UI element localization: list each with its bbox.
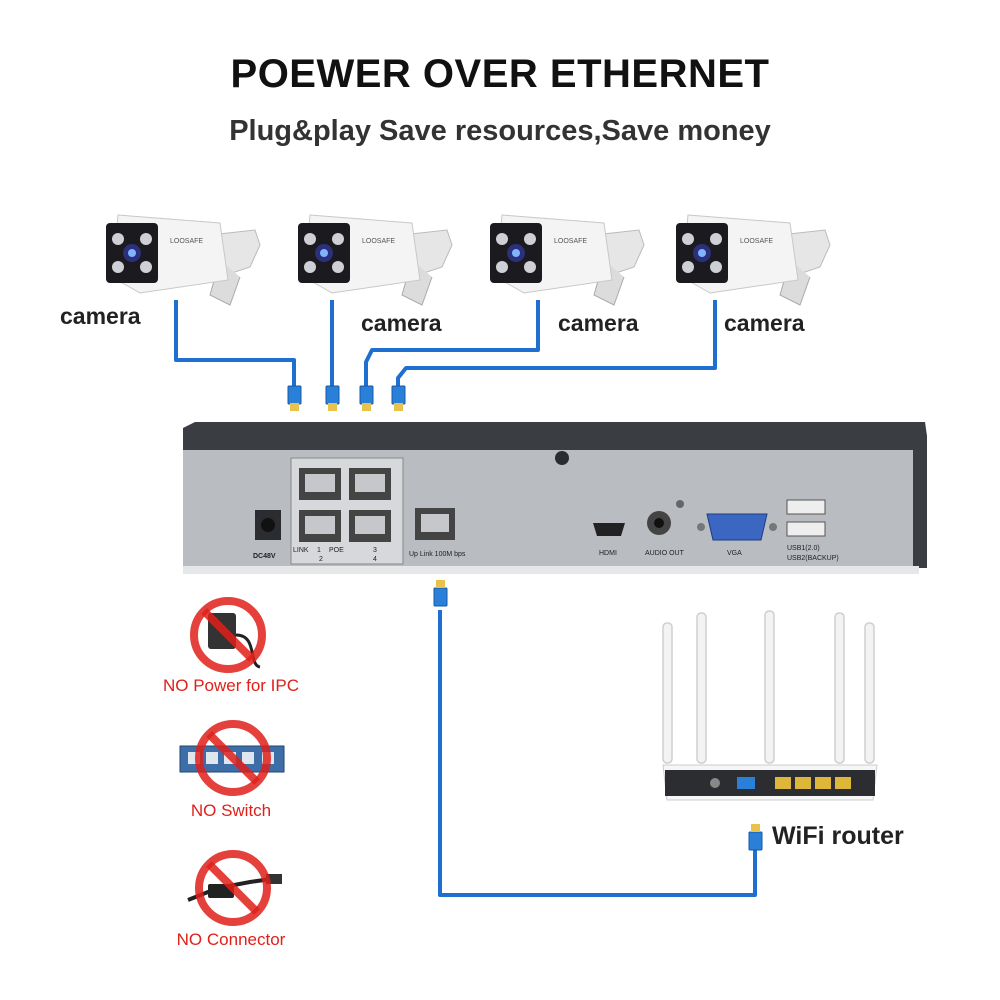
router-label: WiFi router <box>772 822 904 850</box>
nvr-recorder: DC48V LINK 1 POE 3 2 4 Up Link 100M bps … <box>183 422 927 574</box>
vga-label: VGA <box>727 550 742 557</box>
poe-port-2-label: 2 <box>319 556 323 563</box>
page-subtitle: Plug&play Save resources,Save money <box>229 115 771 147</box>
audio-label: AUDIO OUT <box>645 550 685 557</box>
no-power-label: NO Power for IPC <box>162 676 300 695</box>
poe-link-label: LINK <box>293 547 309 554</box>
power-adapter-icon <box>190 597 266 673</box>
usb-label-1: USB1(2.0) <box>787 545 820 552</box>
power-label: DC48V <box>253 553 276 560</box>
no-switch-label: NO Switch <box>190 801 272 820</box>
cable-camera-4 <box>396 300 717 388</box>
camera-2: LOOSAFE <box>298 214 453 306</box>
camera-1: LOOSAFE <box>106 214 261 306</box>
camera-label-2: camera <box>361 310 442 336</box>
page-title: POEWER OVER ETHERNET <box>230 52 770 96</box>
poe-port-1-label: 1 <box>317 547 321 554</box>
network-switch-icon <box>179 720 285 796</box>
poe-connector-icon <box>187 850 282 926</box>
camera-3: LOOSAFE <box>490 214 645 306</box>
poe-port-4-label: 4 <box>373 556 377 563</box>
no-connector-label: NO Connector <box>176 930 286 949</box>
usb-label-2: USB2(BACKUP) <box>787 555 839 562</box>
wifi-router-icon <box>662 610 878 801</box>
camera-brand: LOOSAFE <box>554 238 587 245</box>
cable-router <box>438 610 757 897</box>
hdmi-label: HDMI <box>599 550 617 557</box>
uplink-label: Up Link 100M bps <box>409 551 466 558</box>
poe-poe-label: POE <box>329 547 344 554</box>
poe-port-3-label: 3 <box>373 547 377 554</box>
camera-label-3: camera <box>558 310 639 336</box>
camera-brand: LOOSAFE <box>740 238 773 245</box>
camera-label-1: camera <box>60 303 141 329</box>
cable-camera-3 <box>364 300 540 388</box>
camera-4: LOOSAFE <box>676 214 831 306</box>
camera-brand: LOOSAFE <box>362 238 395 245</box>
camera-brand: LOOSAFE <box>170 238 203 245</box>
cable-camera-1 <box>174 300 296 388</box>
camera-label-4: camera <box>724 310 805 336</box>
